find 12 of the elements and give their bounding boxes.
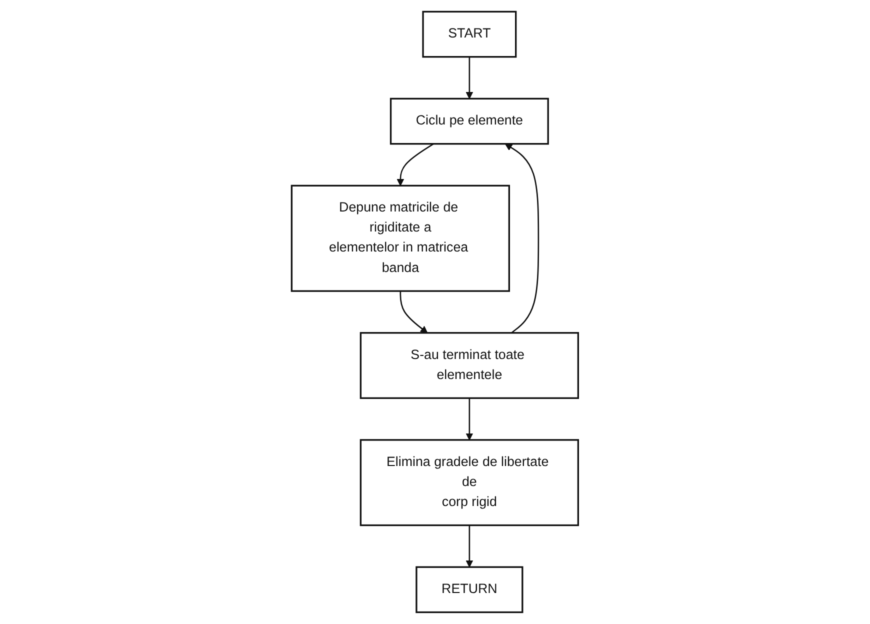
node-box: Depune matricile de rigiditate a elementelor in matricea banda [290, 184, 510, 292]
node-box: RETURN [416, 566, 524, 614]
arrow [400, 291, 428, 334]
arrow [505, 144, 540, 334]
node-box: Elimina gradele de libertate de corp rigid [360, 439, 580, 526]
arrow [466, 398, 474, 440]
arrow [396, 143, 434, 186]
node-box: Ciclu pe elemente [390, 98, 549, 145]
node-box: S-au terminat toate elementele [360, 332, 580, 399]
arrow [466, 525, 474, 568]
node-box: START [422, 10, 517, 58]
arrow [466, 56, 474, 100]
